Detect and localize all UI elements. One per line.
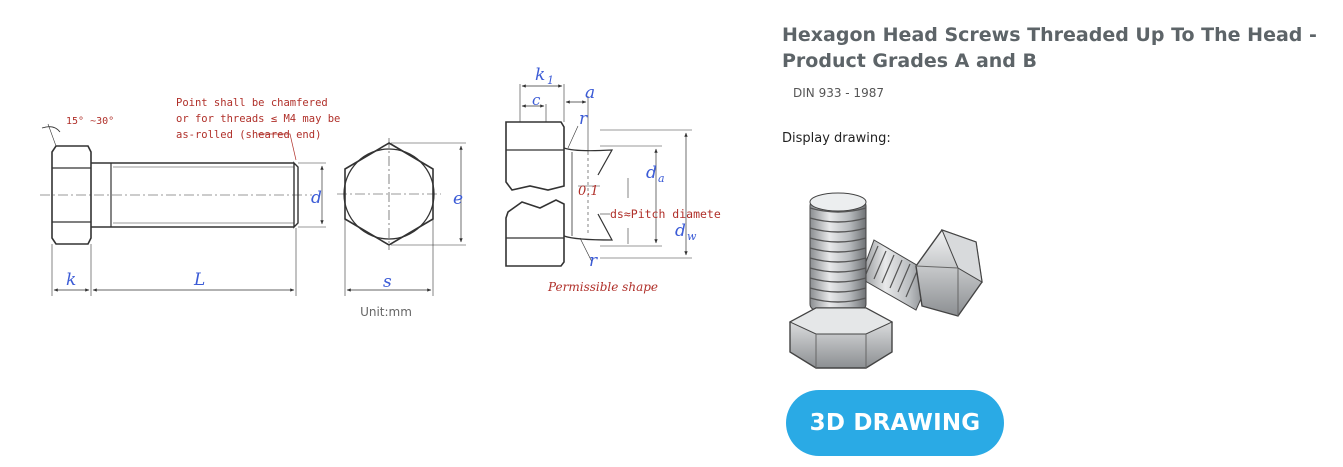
product-title: Hexagon Head Screws Threaded Up To The H… [782,24,1317,72]
back-screw [859,229,983,317]
front-screw [788,192,894,369]
dim-s-label: s [383,272,392,292]
dim-r-bottom-label: r [589,251,598,271]
dim-k1-label: k [535,65,545,85]
chamfer-note-line-2: or for threads ≤ M4 may be [176,113,340,125]
chamfer-note-line-3: as-rolled (sheared end) [176,129,321,141]
screw-side-view [40,123,326,296]
product-info-panel: Hexagon Head Screws Threaded Up To The H… [782,22,1322,456]
technical-drawing: 15° ~30° Point shall be chamfered or for… [40,65,721,319]
chamfer-note-line-1: Point shall be chamfered [176,97,328,109]
pitch-diameter-note: ds≈Pitch diamete [610,207,721,221]
dim-dw-label: d [675,221,686,241]
dim-a-label: a [585,83,595,103]
permissible-shape-label: Permissible shape [547,280,658,294]
angle-label: 15° ~30° [66,116,114,127]
dim-da-label: d [646,163,657,183]
dim-L-label: L [193,270,205,290]
dim-d-label: d [311,188,322,208]
dim-0-1-label: 0.1 [578,184,599,199]
display-drawing-label: Display drawing: [782,131,891,146]
underhead-detail-view [505,84,692,267]
screw-3d-image [788,192,983,369]
dim-k1-subscript: 1 [547,74,554,87]
unit-label: Unit:mm [360,305,412,319]
dim-dw-subscript: w [687,230,697,243]
dim-r-top-label: r [579,109,588,129]
standard-code: DIN 933 - 1987 [793,86,884,100]
hexagon-end-view [337,138,466,296]
dim-da-subscript: a [658,172,665,185]
dim-e-label: e [453,189,463,209]
screw-technical-drawing-svg: 15° ~30° Point shall be chamfered or for… [40,65,721,296]
3d-drawing-button[interactable]: 3D DRAWING [786,390,1004,456]
dim-c-label: c [532,91,541,109]
dim-k-label: k [66,270,76,290]
